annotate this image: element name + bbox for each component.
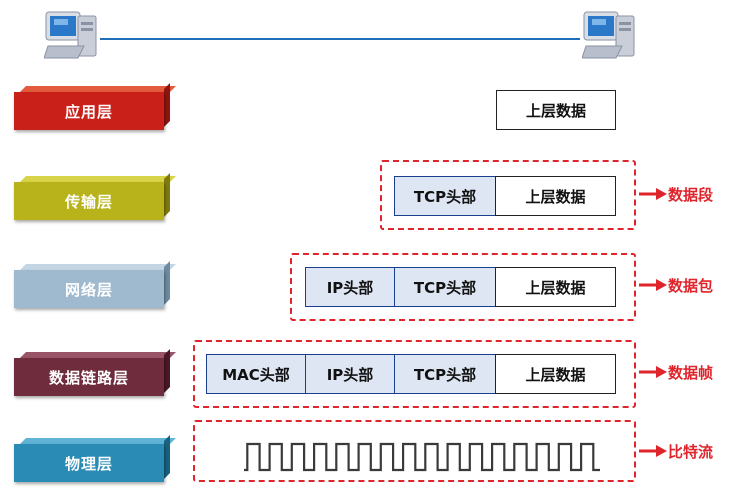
layer-datalink-label: 数据链路层 — [14, 358, 164, 396]
datalink-mac-header-cell: MAC头部 — [206, 354, 306, 394]
network-arrow-icon — [639, 279, 667, 291]
app-upper-data-cell: 上层数据 — [496, 90, 616, 130]
computer-right-icon — [582, 11, 635, 59]
transport-tcp-header-cell: TCP头部 — [394, 176, 496, 216]
layer-network: 网络层 — [14, 261, 176, 308]
network-upper-data-cell: 上层数据 — [495, 267, 616, 307]
layer-transport-label: 传输层 — [14, 182, 164, 220]
layer-side-face — [164, 261, 170, 305]
network-tcp-header-cell: TCP头部 — [394, 267, 496, 307]
transport-pdu-label: 数据段 — [668, 185, 714, 204]
physical-arrow-icon — [639, 445, 667, 457]
layer-side-face — [164, 173, 170, 217]
layer-application-label: 应用层 — [14, 92, 164, 130]
datalink-pdu-label: 数据帧 — [668, 363, 714, 382]
computer-left-icon — [44, 11, 97, 59]
datalink-tcp-header-cell: TCP头部 — [394, 354, 496, 394]
layer-network-label: 网络层 — [14, 270, 164, 308]
layer-transport: 传输层 — [14, 173, 176, 220]
physical-pdu-box — [193, 420, 636, 482]
layer-physical: 物理层 — [14, 435, 176, 482]
transport-pdu-box — [380, 160, 636, 230]
datalink-pdu-box — [193, 340, 636, 408]
layer-side-face — [164, 349, 170, 393]
transport-arrow-icon — [639, 188, 667, 200]
layer-datalink: 数据链路层 — [14, 349, 176, 396]
network-ip-header-cell: IP头部 — [305, 267, 395, 307]
layer-physical-label: 物理层 — [14, 444, 164, 482]
datalink-ip-header-cell: IP头部 — [305, 354, 395, 394]
bit-stream-waveform — [244, 442, 600, 472]
datalink-upper-data-cell: 上层数据 — [495, 354, 616, 394]
layer-side-face — [164, 83, 170, 127]
datalink-arrow-icon — [639, 366, 667, 378]
transport-upper-data-cell: 上层数据 — [495, 176, 616, 216]
physical-pdu-label: 比特流 — [668, 442, 714, 461]
network-pdu-label: 数据包 — [668, 276, 714, 295]
layer-application: 应用层 — [14, 83, 176, 130]
network-link-line — [100, 38, 580, 40]
network-pdu-box — [290, 253, 636, 321]
layer-side-face — [164, 435, 170, 479]
